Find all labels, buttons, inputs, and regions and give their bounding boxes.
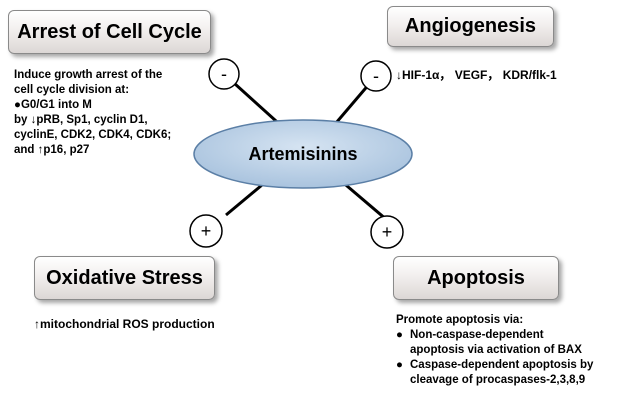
arrest-line-4: by ↓pRB, Sp1, cyclin D1, [14,114,148,126]
center-label: Artemisinins [248,144,357,164]
plus-circle-apoptosis [370,215,404,249]
arrest-of-cell-cycle-box: Arrest of Cell Cycle [8,10,211,54]
plus-sign-oxidative: + [201,221,212,241]
apoptosis-item-1-line-2: apoptosis via activation of BAX [410,344,582,356]
oxidative-description: ↑mitochondrial ROS production [34,317,215,331]
arrest-line-3: G0/G1 into M [20,99,92,111]
apoptosis-box: Apoptosis [393,256,559,300]
apoptosis-item-1-line-1: Non-caspase-dependent [410,329,544,341]
connector-apoptosis [339,178,388,222]
apoptosis-item-1: ● Non-caspase-dependent [396,328,593,343]
apoptosis-item-2-line-1: Caspase-dependent apoptosis by [410,359,594,371]
arrest-line-5: cyclinE, CDK2, CDK4, CDK6; [14,129,172,141]
apoptosis-item-2-line-2: cleavage of procaspases-2,3,8,9 [410,374,586,386]
minus-circle-angiogenesis [360,60,392,92]
angiogenesis-box: Angiogenesis [387,6,554,47]
oxidative-stress-box: Oxidative Stress [34,256,215,300]
apoptosis-item-2: ● Caspase-dependent apoptosis by [396,358,593,373]
arrest-line-2: cell cycle division at: [14,84,130,96]
plus-circle-oxidative [189,214,223,248]
minus-sign-angiogenesis: - [373,66,379,86]
minus-circle-arrest [208,58,240,90]
bullet-icon: ● [396,329,403,341]
minus-sign-arrest: - [221,64,227,84]
apoptosis-description: Promote apoptosis via: ● Non-caspase-depe… [396,313,593,388]
arrest-bullet-line: ●G0/G1 into M [14,98,171,113]
plus-sign-apoptosis: + [382,222,393,242]
apoptosis-intro: Promote apoptosis via: [396,314,524,326]
bullet-icon: ● [396,359,403,371]
bullet-icon: ● [14,99,21,111]
angiogenesis-description: ↓HIF-1α， VEGF， KDR/flk-1 [396,68,557,82]
arrest-line-6: and ↑p16, p27 [14,144,90,156]
center-ellipse [193,119,413,189]
arrest-description: Induce growth arrest of the cell cycle d… [14,68,171,158]
arrest-line-1: Induce growth arrest of the [14,69,163,81]
